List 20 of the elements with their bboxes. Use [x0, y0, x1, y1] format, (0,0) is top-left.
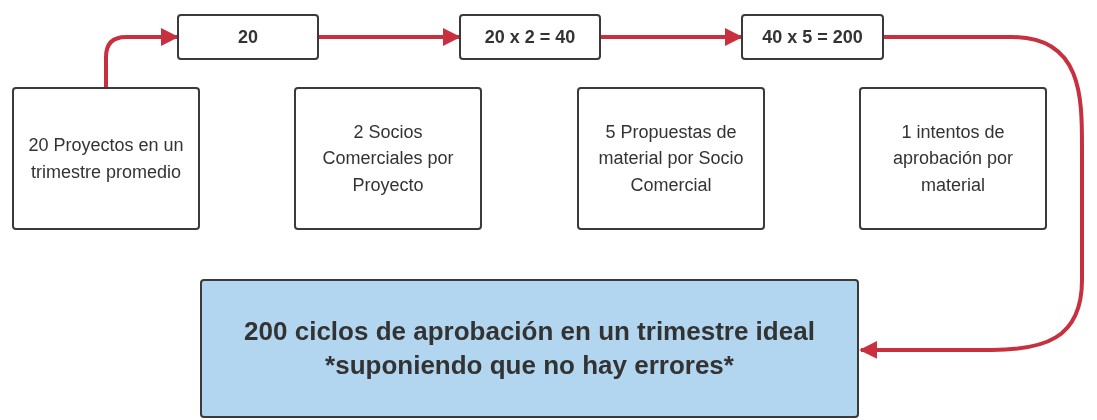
result-text: 200 ciclos de aprobación en un trimestre ideal *suponiendo que no hay errores* [243, 314, 816, 382]
box-text: 40 x 5 = 200 [762, 25, 863, 49]
box-text: 20 Proyectos en un trimestre promedio [28, 134, 184, 184]
box-text: 5 Propuestas de material por Socio Comercial [597, 121, 745, 197]
arrow [104, 28, 179, 87]
box-text: 20 x 2 = 40 [484, 25, 576, 49]
result-box [200, 279, 859, 418]
box-text: 20 [238, 25, 258, 49]
arrow [319, 28, 461, 46]
process-box [12, 87, 200, 230]
value-box [177, 14, 319, 60]
value-box [459, 14, 601, 60]
process-box [859, 87, 1047, 230]
value-box [741, 14, 884, 60]
arrow [859, 35, 1084, 359]
process-box [294, 87, 482, 230]
arrow [601, 28, 743, 46]
box-text: 2 Socios Comerciales por Proyecto [321, 121, 455, 197]
box-text: 1 intentos de aprobación por material [891, 121, 1015, 197]
process-box [577, 87, 765, 230]
